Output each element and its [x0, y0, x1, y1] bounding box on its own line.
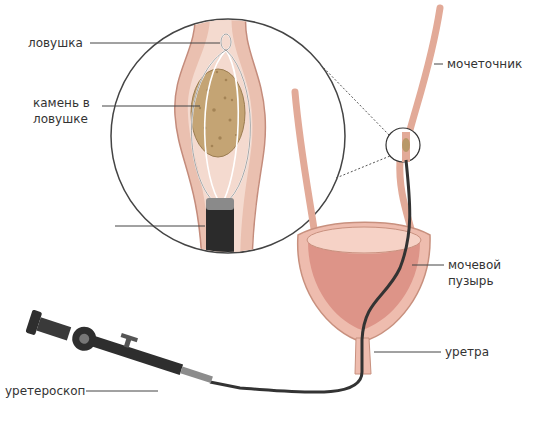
left-ureter: [295, 92, 316, 242]
part-label: уретероскоп: [5, 383, 85, 399]
scope-tip: [206, 198, 234, 210]
right-ureter: [400, 8, 440, 242]
leader-line: [86, 391, 158, 392]
leader-line: [412, 265, 444, 266]
scope-shaft: [206, 206, 234, 276]
part-label: ловушка: [28, 35, 83, 51]
zoom-content: [175, 10, 266, 276]
part-label: уретра: [445, 344, 489, 360]
leader-line: [90, 43, 220, 44]
ureter-in-circle: [402, 132, 410, 162]
zoom-guide: [318, 62, 390, 136]
leader-line: [374, 352, 441, 353]
part-label: камень в ловушке: [33, 95, 101, 127]
zoom-guide: [336, 156, 390, 178]
trap-wires: [192, 34, 251, 200]
trap-wire-outline: [192, 34, 251, 200]
bladder-opening: [307, 227, 421, 253]
leader-line: [115, 226, 205, 227]
ureteroscope-body: [25, 305, 217, 392]
leader-line: [102, 106, 200, 107]
leader-line: [434, 64, 443, 65]
detail-circle: [386, 128, 420, 162]
scope-cable: [210, 160, 410, 392]
part-label: мочеточник: [447, 56, 522, 72]
small-stone: [402, 138, 410, 152]
part-label: мочевой пузырь: [448, 257, 526, 289]
